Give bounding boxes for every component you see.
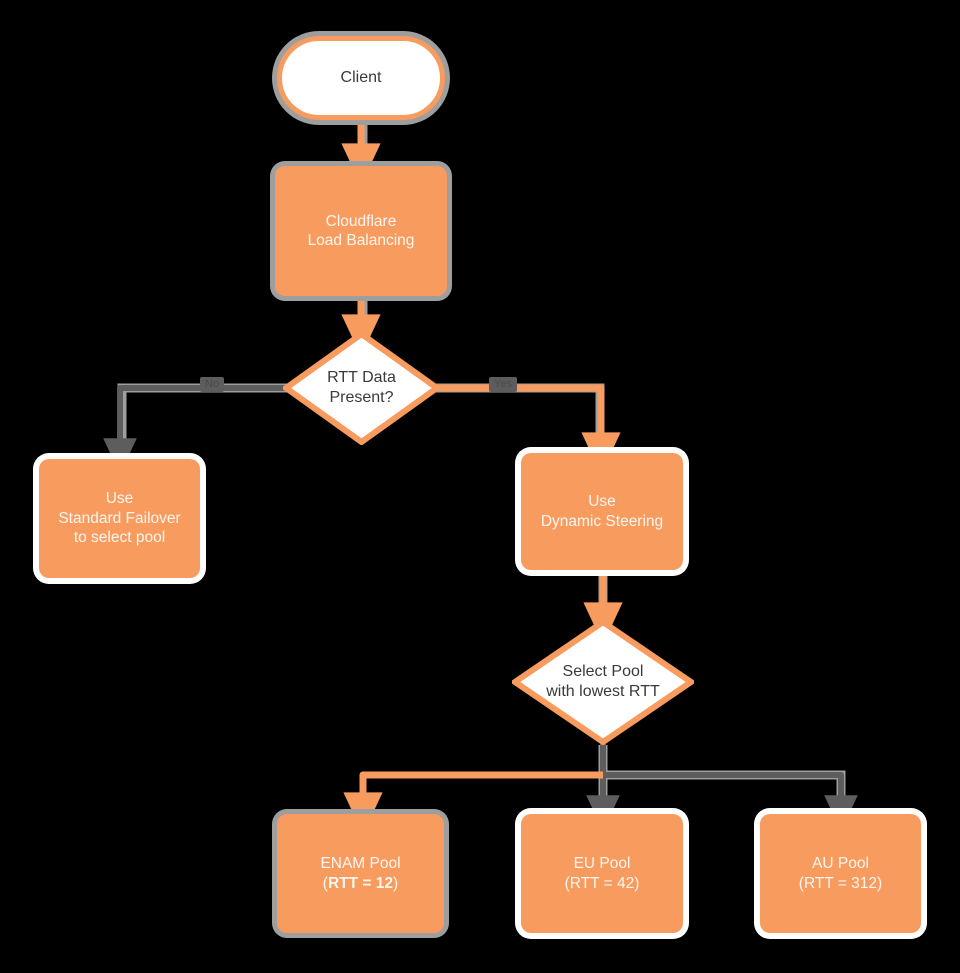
node-au-pool[interactable]: AU Pool (RTT = 312) [760, 814, 921, 933]
node-client-label: Client [340, 69, 382, 86]
node-eu-pool-line1: EU Pool [573, 855, 631, 873]
node-client[interactable]: Client [277, 36, 445, 120]
node-select-pool-lowest-rtt[interactable]: Select Pool with lowest RTT [512, 619, 694, 745]
node-load-balancing-line1: Cloudflare [325, 212, 397, 230]
eu-rtt-value: RTT = 42 [569, 874, 635, 892]
node-standard-failover[interactable]: Use Standard Failover to select pool [39, 459, 200, 578]
au-rtt-suffix: ) [877, 874, 883, 892]
edge-rtt-decision-to-standard-failover [103, 385, 289, 475]
node-dynamic-steering-line2: Dynamic Steering [540, 512, 664, 530]
au-rtt-value: RTT = 312 [803, 874, 878, 892]
edge-label-no: No [200, 377, 225, 392]
node-enam-pool-line1: ENAM Pool [320, 855, 401, 873]
node-eu-pool-rtt: (RTT = 42) [565, 874, 640, 893]
node-au-pool-rtt: (RTT = 312) [799, 874, 882, 893]
node-dynamic-steering[interactable]: Use Dynamic Steering [521, 453, 683, 570]
node-load-balancing-line2: Load Balancing [307, 232, 415, 249]
node-enam-pool-rtt: (RTT = 12) [323, 874, 398, 893]
eu-rtt-prefix: ( [564, 874, 570, 892]
node-au-pool-line1: AU Pool [812, 855, 869, 873]
select-pool-shape [512, 619, 694, 745]
node-rtt-data-present[interactable]: RTT Data Present? [283, 331, 440, 445]
au-rtt-prefix: ( [798, 874, 804, 892]
node-standard-failover-line1: Use [105, 490, 134, 508]
node-load-balancing[interactable]: Cloudflare Load Balancing [275, 166, 447, 296]
node-enam-pool[interactable]: ENAM Pool (RTT = 12) [277, 814, 444, 933]
edge-rtt-decision-to-dynamic-steering [434, 384, 621, 475]
enam-rtt-prefix: ( [322, 874, 328, 892]
node-standard-failover-line2: Standard Failover [58, 509, 181, 527]
enam-rtt-suffix: ) [393, 874, 399, 892]
edge-label-yes: Yes [489, 377, 517, 392]
node-eu-pool[interactable]: EU Pool (RTT = 42) [521, 814, 683, 933]
edge-select-pool-to-enam-pool [343, 771, 603, 835]
eu-rtt-suffix: ) [634, 874, 640, 892]
edge-select-pool-to-au-pool [603, 772, 858, 832]
enam-rtt-value: RTT = 12 [327, 874, 394, 892]
node-dynamic-steering-line1: Use [588, 493, 616, 511]
node-standard-failover-line3: to select pool [73, 529, 166, 547]
rtt-decision-shape [283, 331, 440, 445]
